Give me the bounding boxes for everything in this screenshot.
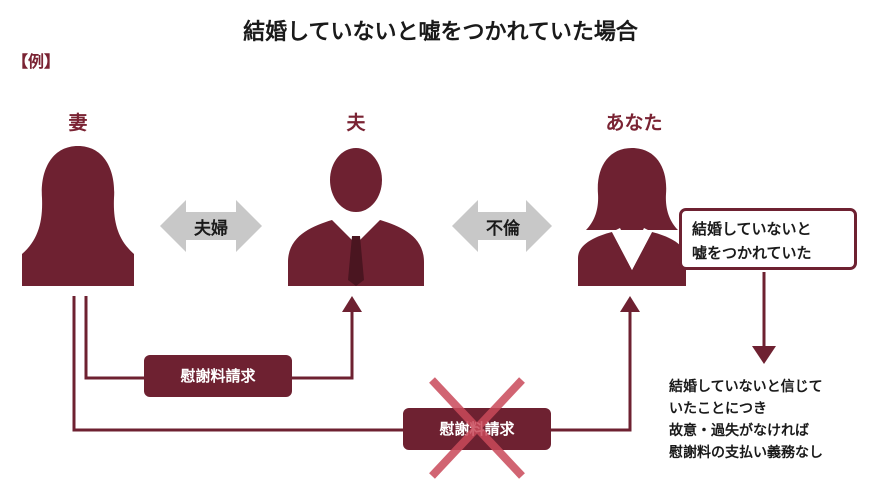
affair-label: 不倫 — [486, 219, 520, 239]
marriage-label: 夫婦 — [194, 219, 228, 239]
husband-label: 夫 — [346, 112, 366, 134]
wife-label: 妻 — [68, 112, 88, 134]
result-note: 結婚していないと信じて いたことにつき 故意・過失がなければ 慰謝料の支払い義務… — [669, 376, 823, 464]
marriage-double-arrow-icon — [160, 200, 262, 252]
note-line-3: 故意・過失がなければ — [669, 423, 809, 439]
lied-to-callout: 結婚していないと 嘘をつかれていた — [679, 208, 857, 270]
claim-connector-lines — [72, 272, 766, 432]
claim-to-you-box: 慰謝料請求 — [403, 408, 551, 450]
affair-double-arrow-icon — [452, 200, 552, 252]
wife-silhouette-icon — [22, 146, 134, 286]
note-line-1: 結婚していないと信じて — [669, 379, 823, 395]
diagram-title: 結婚していないと嘘をつかれていた場合 — [243, 20, 638, 45]
note-line-4: 慰謝料の支払い義務なし — [669, 445, 823, 461]
example-label: 【例】 — [12, 52, 61, 71]
arrowhead-to-you-icon — [620, 296, 640, 312]
you-silhouette-icon — [578, 148, 686, 286]
callout-line-2: 嘘をつかれていた — [692, 244, 812, 262]
husband-silhouette-icon — [288, 148, 424, 286]
arrowhead-to-husband-icon — [342, 296, 362, 312]
arrowhead-down-icon — [752, 346, 776, 364]
claim-to-husband-box: 慰謝料請求 — [144, 355, 292, 397]
callout-line-1: 結婚していないと — [692, 220, 812, 238]
note-line-2: いたことにつき — [669, 401, 767, 417]
you-label: あなた — [605, 112, 663, 134]
